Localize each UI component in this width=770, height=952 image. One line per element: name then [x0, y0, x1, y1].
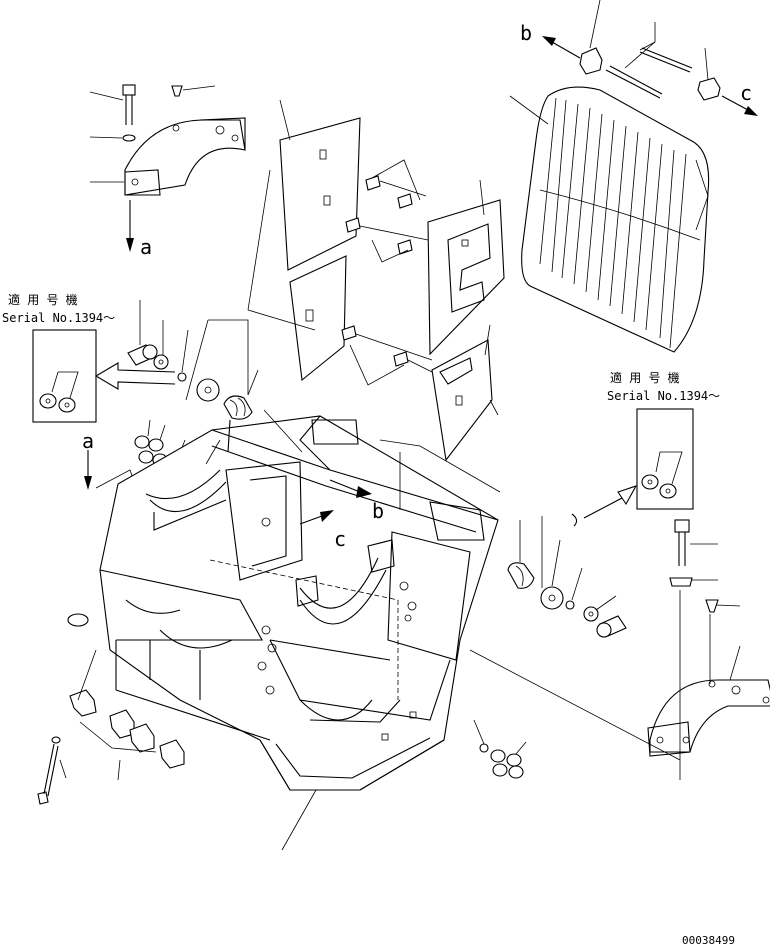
mount-block-4	[159, 739, 185, 769]
mount-block-1	[69, 689, 97, 717]
rubber-mount-left	[223, 395, 253, 420]
note-left-line1: 適 用 号 機	[8, 292, 78, 307]
label-a-top: a	[140, 235, 152, 259]
radiator-grille	[521, 86, 710, 353]
pin-right	[705, 599, 719, 613]
grille-rod-1	[605, 69, 661, 99]
washer-large-right	[540, 586, 564, 610]
nut-left	[153, 354, 169, 370]
mount-block-3	[129, 723, 155, 753]
arrow-right-outline	[583, 485, 638, 519]
pin-top-left	[171, 85, 183, 97]
main-frame: c b	[67, 415, 499, 791]
washer-large-left	[196, 378, 220, 402]
washer-pair-right	[641, 474, 677, 499]
bearing-cap-left	[124, 117, 246, 196]
drawing-number: 00038499	[682, 934, 735, 947]
grille-clip-right	[697, 77, 721, 101]
nut-right	[583, 606, 599, 622]
label-a-left: a	[82, 429, 94, 453]
bearing-cap-right	[647, 679, 770, 757]
arrow-left-outline	[94, 362, 176, 390]
washer-pair-left	[39, 393, 76, 413]
side-plate-right-upper	[427, 199, 505, 356]
rubber-mount-right	[507, 562, 535, 589]
collar-left	[127, 344, 158, 366]
grille-rod-2	[639, 51, 691, 73]
note-right-line1: 適 用 号 機	[610, 370, 680, 385]
bolt-bottom-left	[37, 736, 61, 805]
collar-right	[596, 615, 627, 638]
note-right-box	[636, 408, 694, 510]
grille-clip-left	[579, 47, 603, 75]
washer-small-left	[177, 372, 187, 382]
washer-small-right	[565, 600, 575, 610]
bolt-top-left	[122, 84, 136, 142]
note-left-line2: Serial No.1394～	[2, 311, 115, 325]
side-plate-upper	[279, 117, 361, 271]
note-right-line2: Serial No.1394～	[607, 389, 720, 403]
label-c-mid: c	[334, 527, 346, 551]
label-b-mid: b	[372, 499, 384, 523]
label-c-top: c	[740, 81, 752, 105]
nut-cluster-right	[479, 743, 524, 779]
side-plate-lower	[289, 255, 347, 382]
label-b-top: b	[520, 21, 532, 45]
bolt-right	[669, 519, 693, 587]
side-plate-right-lower	[431, 339, 493, 462]
